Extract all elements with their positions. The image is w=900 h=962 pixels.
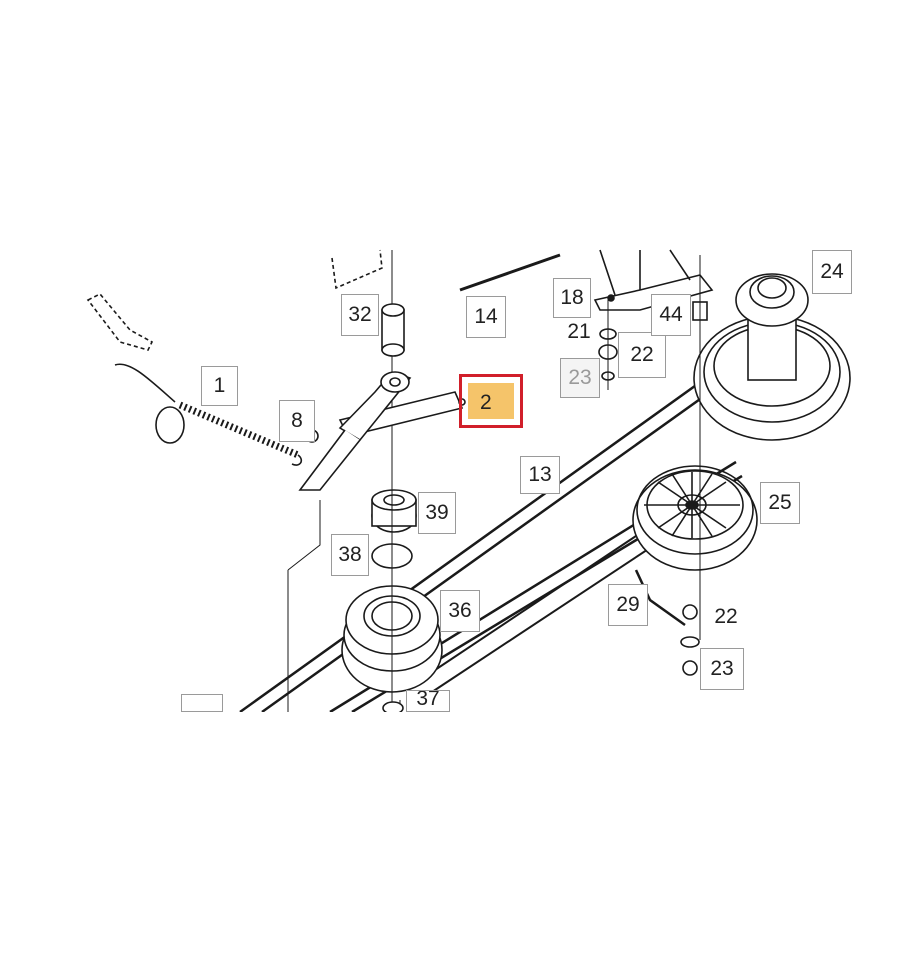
highlighted-part-2: 2 (459, 374, 523, 428)
callout-8: 8 (279, 400, 315, 442)
callout-36: 36 (440, 590, 480, 632)
spring-1 (114, 363, 303, 466)
nut-23-lower (682, 660, 698, 676)
callout-23-lower: 23 (700, 648, 744, 690)
pulley-24 (693, 273, 851, 441)
highlighted-part-label: 2 (480, 391, 492, 414)
callout-37: 37 (406, 690, 450, 712)
idler-pulley-25 (632, 465, 758, 571)
callout-38: 38 (331, 534, 369, 576)
callout-25: 25 (760, 482, 800, 524)
bracket-18 (593, 249, 714, 390)
callout-22-lower: 22 (714, 605, 738, 628)
callout-44: 44 (651, 294, 691, 336)
callout-22-upper: 22 (618, 332, 666, 378)
callout-21: 21 (567, 320, 591, 343)
callout-29: 29 (608, 584, 648, 626)
callout-blank (181, 694, 223, 712)
rod-29 (634, 569, 686, 627)
rod-14 (459, 253, 561, 292)
washer-22-lower (682, 604, 698, 620)
bearing-39 (371, 489, 417, 533)
callout-13: 13 (520, 456, 560, 494)
bolt-44 (692, 255, 708, 640)
bracket-outline (86, 293, 154, 351)
lower-blank-area (0, 712, 900, 962)
spacer-32 (381, 303, 405, 357)
callout-39: 39 (418, 492, 456, 534)
callout-14: 14 (466, 296, 506, 338)
callout-1: 1 (201, 366, 238, 406)
callout-23-upper: 23 (560, 358, 600, 398)
callout-32: 32 (341, 294, 379, 336)
callout-24: 24 (812, 250, 852, 294)
idler-arm-2 (298, 371, 466, 491)
callout-18: 18 (553, 278, 591, 318)
highlight-fill (468, 383, 514, 419)
